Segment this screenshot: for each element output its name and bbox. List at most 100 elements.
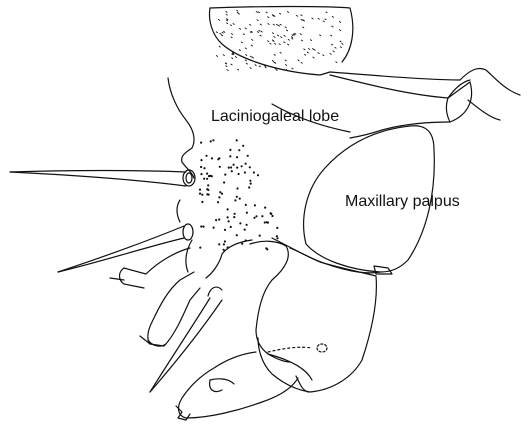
seta-hair xyxy=(274,36,276,37)
seta-hair xyxy=(250,56,252,57)
stipple-dot xyxy=(218,243,220,245)
seta-hair xyxy=(285,60,287,61)
setae-texture-top xyxy=(216,10,343,71)
seta-hair xyxy=(259,66,261,67)
stipple-dot xyxy=(241,243,243,245)
seta-hair xyxy=(279,44,281,45)
seta-hair xyxy=(308,48,310,49)
stipple-dot xyxy=(246,224,248,226)
stipple-dot xyxy=(270,212,272,214)
seta-hair xyxy=(340,47,342,48)
stipple-dot xyxy=(236,187,238,189)
stipple-dot xyxy=(211,157,213,159)
stipple-dot xyxy=(233,216,235,218)
seta-hair xyxy=(245,60,247,61)
stipple-dot xyxy=(248,186,250,188)
seta-hair xyxy=(226,19,228,20)
seta-hair xyxy=(312,18,314,19)
seta-hair xyxy=(227,69,229,70)
seta-hair xyxy=(335,47,337,48)
seta-hair xyxy=(318,53,320,54)
stipple-dot xyxy=(236,156,238,158)
seta-hair xyxy=(340,41,342,42)
stipple-dot xyxy=(253,217,255,219)
stipple-dot xyxy=(236,234,238,236)
stipple-dot xyxy=(229,155,231,157)
seta-hair xyxy=(251,45,253,46)
seta-hair xyxy=(301,40,303,41)
stipple-dot xyxy=(246,212,248,214)
seta-hair xyxy=(220,33,222,34)
seta-hair xyxy=(223,55,225,56)
stipple-dot xyxy=(227,216,229,218)
seta-hair xyxy=(218,19,220,20)
stipple-dot xyxy=(230,166,232,168)
seta-hair xyxy=(300,34,302,35)
seta-hair xyxy=(301,15,303,16)
stipple-dot xyxy=(218,157,220,159)
seta-hair xyxy=(235,56,237,57)
stipple-dot xyxy=(219,191,221,193)
seta-hair xyxy=(298,60,300,61)
stipple-dot xyxy=(245,163,247,165)
stipple-dot xyxy=(206,188,208,190)
stipple-dot xyxy=(276,227,278,229)
stipple-dot xyxy=(202,226,204,228)
seta-hair xyxy=(239,28,241,29)
stipple-dot xyxy=(200,142,202,144)
stipple-dot xyxy=(257,174,259,176)
stipple-dot xyxy=(221,193,223,195)
seta-hair xyxy=(225,66,227,67)
stipple-dot xyxy=(205,155,207,157)
seta-hair xyxy=(222,32,224,33)
seta-hair xyxy=(245,48,247,49)
stipple-dot xyxy=(236,167,238,169)
small-appendage-lower xyxy=(110,248,200,346)
seta-hair xyxy=(342,43,344,44)
seta-hair xyxy=(330,35,332,36)
seta-hair xyxy=(273,24,275,25)
stipple-dots xyxy=(199,139,279,251)
seta-hair xyxy=(245,54,247,55)
stipple-dot xyxy=(218,196,220,198)
seta-hair xyxy=(237,12,239,13)
seta-hair xyxy=(257,20,259,21)
seta-hair xyxy=(257,31,259,32)
seta-hair xyxy=(230,25,232,26)
seta-hair xyxy=(258,30,260,31)
seta-hair xyxy=(216,32,218,33)
seta-hair xyxy=(267,41,269,42)
seta-hair xyxy=(294,33,296,34)
seta-hair xyxy=(241,42,243,43)
seta-hair xyxy=(231,33,233,34)
seta-hair xyxy=(303,20,305,21)
stipple-dot xyxy=(234,213,236,215)
seta-hair xyxy=(274,54,276,55)
stipple-dot xyxy=(200,159,202,161)
laciniogaleal-lobe-label: Laciniogaleal lobe xyxy=(211,109,339,125)
stipple-dot xyxy=(215,219,217,221)
stipple-dot xyxy=(249,180,251,182)
stipple-dot xyxy=(254,204,256,206)
seta-hair xyxy=(287,44,289,45)
seta-hair xyxy=(226,23,228,24)
stipple-dot xyxy=(213,227,215,229)
stipple-dot xyxy=(230,226,232,228)
seta-hair xyxy=(323,21,325,22)
seta-hair xyxy=(268,23,270,24)
seta-hair xyxy=(249,24,251,25)
stipple-dot xyxy=(247,155,249,157)
seta-hair xyxy=(292,35,294,36)
seta-hair xyxy=(301,62,303,63)
seta-hair xyxy=(276,24,278,25)
stipple-dot xyxy=(241,165,243,167)
top-sclerite xyxy=(210,7,461,81)
seta-hair xyxy=(274,62,276,63)
seta-hair xyxy=(270,43,272,44)
seta-hair xyxy=(272,40,274,41)
seta-hair xyxy=(319,35,321,36)
stipple-dot xyxy=(228,220,230,222)
stipple-dot xyxy=(276,235,278,237)
seta-hair xyxy=(325,19,327,20)
seta-hair xyxy=(226,20,228,21)
